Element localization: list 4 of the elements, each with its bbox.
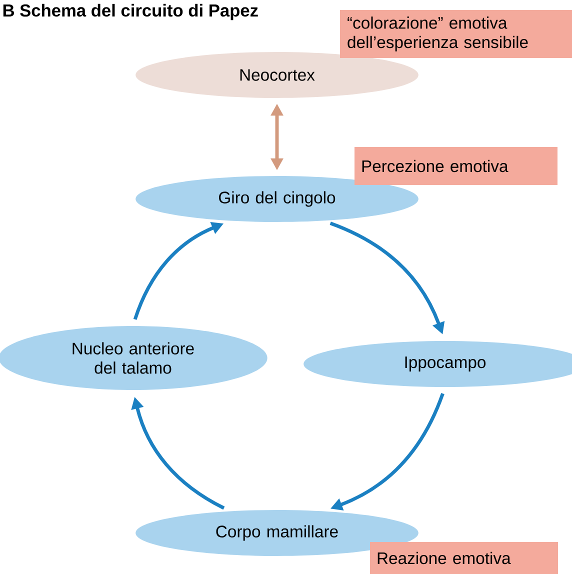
- title: B Schema del circuito di Papez: [3, 4, 258, 20]
- note-box: “colorazione” emotiva dell’esperienza sensibile: [340, 10, 572, 58]
- note-box: Reazione emotiva: [370, 542, 558, 574]
- note-box: Percezione emotiva: [354, 147, 558, 185]
